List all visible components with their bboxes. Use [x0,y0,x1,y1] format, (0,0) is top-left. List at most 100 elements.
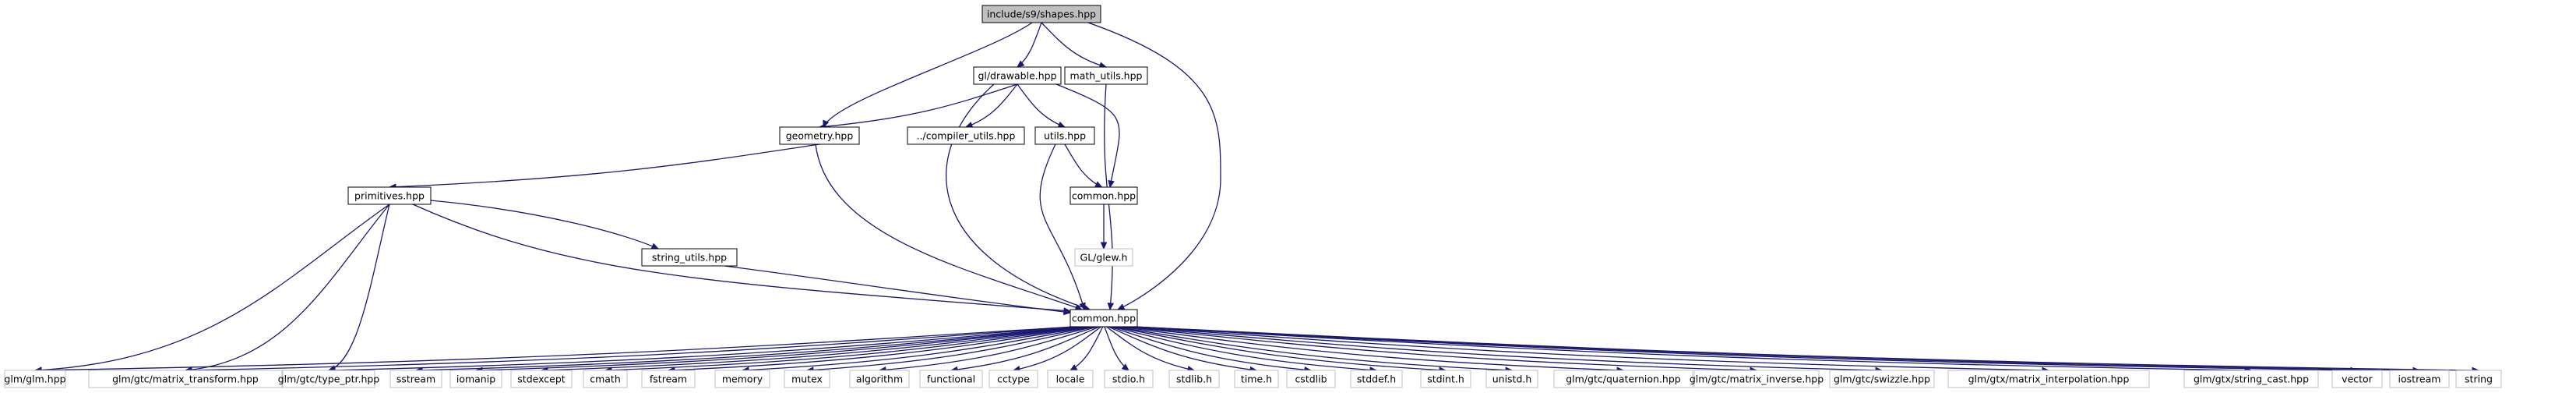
node-label: stdio.h [1112,374,1145,385]
node-label: string_utils.hpp [652,252,727,264]
node-label: geometry.hpp [786,130,854,142]
node-common_gl[interactable]: common.hpp [1070,186,1138,205]
node-box [1234,370,1279,388]
node-minv: glm/gtc/matrix_inverse.hpp [1690,370,1824,388]
edge-common-to-string [1133,326,2480,374]
node-label: glm/gtc/matrix_transform.hpp [112,374,259,385]
node-box [347,186,432,205]
node-mutex: mutex [784,370,830,388]
node-drawable[interactable]: gl/drawable.hpp [973,66,1062,85]
node-box [583,370,628,388]
node-stdlib: stdlib.h [1168,370,1220,388]
node-label: algorithm [856,374,903,385]
node-box [779,126,860,145]
node-label: cctype [997,374,1030,385]
node-tp: glm/gtc/type_ptr.hpp [278,370,379,388]
node-label: cstdlib [1295,374,1327,385]
node-string: string [2455,370,2502,388]
node-label: unistd.h [1492,374,1532,385]
node-box [988,370,1038,388]
nodes-layer: include/s9/shapes.hpp gl/drawable.hpp math… [4,5,2502,388]
node-box [1829,370,1935,388]
node-cmath: cmath [583,370,628,388]
node-unistd: unistd.h [1485,370,1538,388]
edge-drawable-to-utils [1017,83,1066,128]
node-label: glm/gtx/matrix_interpolation.hpp [1968,374,2130,385]
node-label: time.h [1241,374,1272,385]
edge-primitives-to-mt [184,204,390,374]
node-box [907,126,1025,145]
node-box [2331,370,2383,388]
node-algorithm: algorithm [849,370,910,388]
node-box [1947,370,2150,388]
node-box [641,248,738,267]
node-label: ../compiler_utils.hpp [917,130,1016,142]
node-cctype: cctype [988,370,1038,388]
node-functional: functional [919,370,983,388]
node-box [1168,370,1220,388]
edge-shapes-to-common [1087,22,1221,310]
node-box [784,370,830,388]
node-common[interactable]: common.hpp [1070,309,1138,328]
node-label: memory [722,374,763,385]
node-label: stdint.h [1427,374,1464,385]
node-time: time.h [1234,370,1279,388]
node-box [1350,370,1403,388]
edge-primitives-to-common [412,204,1072,314]
node-label: iostream [2398,374,2441,385]
node-fstream: fstream [641,370,696,388]
edge-shapes-to-drawable [1017,22,1042,68]
edge-shapes-to-math_utils [1041,22,1108,69]
edge-primitives-to-tp [327,204,390,372]
node-quat: glm/gtc/quaternion.hpp [1553,370,1693,388]
node-stdio: stdio.h [1104,370,1154,388]
node-label: gl/drawable.hpp [978,70,1056,82]
edge-utils-to-common [1039,143,1086,311]
node-box [919,370,983,388]
node-label: glm/gtc/quaternion.hpp [1566,374,1681,385]
node-label: iomanip [456,374,495,385]
node-label: stdexcept [517,374,565,385]
node-box [2183,370,2319,388]
node-label: common.hpp [1072,190,1136,202]
node-box [2455,370,2502,388]
node-label: utils.hpp [1044,130,1086,142]
node-box [973,66,1062,85]
node-swz: glm/gtc/swizzle.hpp [1829,370,1935,388]
node-iostream: iostream [2389,370,2450,388]
node-label: cmath [590,374,621,385]
node-box [849,370,910,388]
node-math_utils[interactable]: math_utils.hpp [1064,66,1148,85]
node-label: glm/gtc/swizzle.hpp [1834,374,1930,385]
node-box [1553,370,1693,388]
edge-common-to-mt [184,326,1077,374]
node-stdint: stdint.h [1420,370,1471,388]
node-label: functional [927,374,975,385]
node-glm: glm/glm.hpp [4,370,66,388]
node-iomanip: iomanip [449,370,502,388]
node-box [1064,66,1148,85]
node-box [1070,186,1138,205]
node-label: include/s9/shapes.hpp [987,9,1096,20]
node-cstdlib: cstdlib [1286,370,1336,388]
node-primitives[interactable]: primitives.hpp [347,186,432,205]
edge-common-to-strcast [1133,326,2253,374]
edge-common-to-stdio [1104,326,1129,371]
edge-common_gl-to-glew [1100,204,1108,250]
node-vector: vector [2331,370,2383,388]
node-glew: GL/glew.h [1074,248,1133,267]
node-utils[interactable]: utils.hpp [1034,126,1095,145]
node-geometry[interactable]: geometry.hpp [779,126,860,145]
edge-geometry-to-common [815,143,1084,311]
node-strcast: glm/gtx/string_cast.hpp [2183,370,2319,388]
node-shapes[interactable]: include/s9/shapes.hpp [981,5,1101,23]
edge-common-to-iomanip [474,326,1085,374]
node-compiler_utils[interactable]: ../compiler_utils.hpp [907,126,1025,145]
node-string_utils[interactable]: string_utils.hpp [641,248,738,267]
node-box [282,370,375,388]
edge-primitives-to-glm [33,204,390,374]
node-box [1286,370,1336,388]
edge-utils-to-common_gl [1064,143,1103,188]
node-label: vector [2342,374,2373,385]
edge-primitives-to-string_utils [430,200,660,250]
